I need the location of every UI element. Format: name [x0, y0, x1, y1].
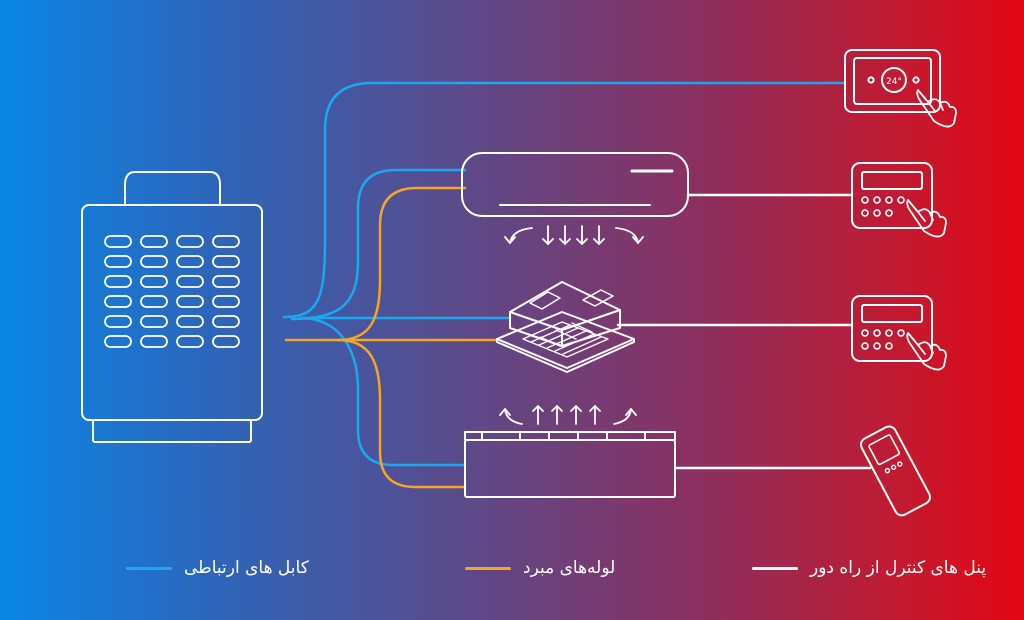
- hand-pointer-icon: [916, 89, 957, 128]
- legend-refrigerant-swatch: [465, 566, 511, 570]
- airflow-down-arrows: [504, 225, 644, 245]
- legend-refrigerant-label: لوله‌های مبرد: [523, 558, 616, 578]
- remote-control-icon: [859, 425, 931, 517]
- legend-communication-swatch: [126, 566, 172, 570]
- legend-communication-cables: کابل های ارتباطی: [126, 556, 309, 580]
- legend-control-label: پنل های کنترل از راه دور: [810, 558, 987, 578]
- cassette-grille: [522, 321, 609, 358]
- wired-controller-icon: [851, 295, 933, 362]
- hand-pointer-icon: [906, 199, 947, 238]
- legend-remote-control-panels: پنل های کنترل از راه دور: [752, 556, 986, 580]
- wired-controller-icon: [851, 162, 933, 229]
- hand-pointer-icon: [906, 332, 947, 371]
- ducted-unit-icon: [464, 405, 676, 498]
- wall-split-unit-icon: [461, 152, 689, 245]
- legend-control-swatch: [752, 566, 798, 570]
- cassette-unit-icon: [496, 281, 635, 373]
- legend-refrigerant-pipes: لوله‌های مبرد: [465, 556, 615, 580]
- outdoor-unit-vents: [104, 235, 240, 348]
- control-wires: [616, 193, 872, 470]
- touch-thermostat-icon: 24°: [844, 49, 941, 113]
- legend-communication-label: کابل های ارتباطی: [184, 558, 309, 578]
- thermostat-temperature: 24°: [886, 77, 902, 87]
- outdoor-unit-icon: [81, 171, 263, 443]
- communication-cables: [282, 81, 847, 467]
- refrigerant-pipes: [284, 186, 498, 489]
- airflow-up-arrows: [499, 405, 637, 425]
